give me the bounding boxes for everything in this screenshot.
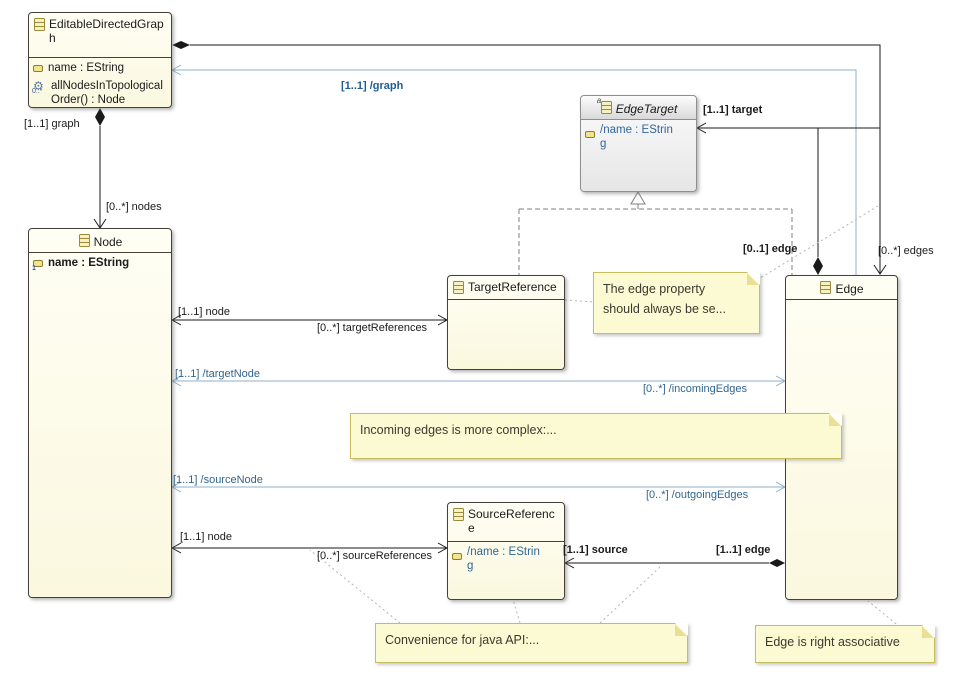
label-edge-opposite[interactable]: [0..1] edge	[743, 243, 798, 255]
attribute-label: /name : EString	[600, 124, 673, 150]
class-name: SourceReference	[468, 507, 555, 535]
eattribute-icon: 1	[32, 257, 43, 272]
label-derived-source-node[interactable]: [1..1] /sourceNode	[173, 474, 263, 486]
label-derived-incoming-edges[interactable]: [0..*] /incomingEdges	[643, 383, 747, 395]
label-target[interactable]: [1..1] target	[703, 104, 763, 116]
label-edges[interactable]: [0..*] edges	[878, 245, 934, 257]
note-text: Incoming edges is more complex:...	[360, 423, 557, 437]
association-derived-graph[interactable]	[170, 64, 857, 275]
operation-label: allNodesInTopologicalOrder() : Node	[51, 80, 163, 106]
label-source-node-ref[interactable]: [1..1] node	[180, 531, 232, 543]
note-right-associative[interactable]: Edge is right associative	[755, 625, 935, 663]
attribute-label: /name : EString	[467, 546, 540, 572]
eclass-icon	[453, 281, 464, 297]
attribute-row[interactable]: name : EString	[33, 61, 168, 76]
class-name: Edge	[835, 281, 864, 296]
eclass-icon	[820, 281, 832, 297]
class-members	[786, 300, 897, 303]
eattribute-icon	[585, 128, 595, 142]
attribute-label: name : EString	[48, 62, 125, 74]
class-title-bar: EditableDirectedGraph	[29, 13, 171, 58]
eattribute-icon	[452, 550, 462, 564]
class-name: Node	[93, 234, 123, 249]
note-text: Edge is right associative	[765, 635, 900, 649]
class-target-reference[interactable]: TargetReference	[447, 275, 565, 370]
note-text: Convenience for java API:...	[385, 633, 540, 647]
label-graph[interactable]: [1..1] graph	[24, 118, 80, 130]
generalization-links[interactable]	[518, 191, 793, 275]
label-derived-graph[interactable]: [1..1] /graph	[341, 80, 404, 92]
class-name: EdgeTarget	[615, 101, 678, 116]
class-members: /name : EString	[581, 120, 696, 151]
label-nodes[interactable]: [0..*] nodes	[106, 201, 162, 213]
class-source-reference[interactable]: SourceReference /name : EString	[447, 502, 565, 600]
label-derived-target-node[interactable]: [1..1] /targetNode	[175, 368, 260, 380]
attribute-bounds-badge: 1	[32, 265, 36, 272]
eclass-icon	[34, 18, 45, 34]
class-title-bar: Node	[29, 229, 171, 253]
label-source[interactable]: [1..1] source	[563, 544, 628, 556]
gear-icon: ⚙	[33, 79, 44, 93]
eclass-abstract-icon: a	[597, 97, 612, 117]
eoperation-icon: ⚙ 0..*	[32, 79, 46, 95]
attribute-row[interactable]: /name : EString	[452, 545, 561, 573]
class-title-bar: TargetReference	[448, 276, 564, 300]
class-title-bar: a EdgeTarget	[581, 96, 696, 120]
association-source[interactable]	[563, 557, 785, 569]
attribute-label: name : EString	[48, 257, 130, 269]
class-members: /name : EString	[448, 542, 564, 573]
note-convenience[interactable]: Convenience for java API:...	[375, 623, 688, 663]
eattribute-icon	[33, 62, 43, 76]
class-members: 1 name : EString	[29, 253, 171, 272]
association-target[interactable]	[695, 122, 880, 275]
note-incoming-edges[interactable]: Incoming edges is more complex:...	[350, 413, 842, 459]
attribute-row[interactable]: /name : EString	[585, 123, 693, 151]
class-title-bar: Edge	[786, 276, 897, 300]
class-name: TargetReference	[468, 280, 557, 294]
class-editable-directed-graph[interactable]: EditableDirectedGraph name : EString ⚙ 0…	[28, 12, 172, 108]
label-source-edge[interactable]: [1..1] edge	[716, 544, 771, 556]
class-node[interactable]: Node 1 name : EString	[28, 228, 172, 598]
operation-row[interactable]: ⚙ 0..* allNodesInTopologicalOrder() : No…	[32, 79, 168, 107]
note-text: The edge property should always be se...	[603, 282, 726, 316]
association-edges[interactable]	[172, 41, 887, 275]
abstract-badge: a	[596, 96, 602, 105]
note-edge-property[interactable]: The edge property should always be se...	[593, 272, 760, 334]
operation-bounds-badge: 0..*	[32, 88, 43, 95]
eclass-icon	[453, 508, 464, 524]
association-nodes[interactable]	[93, 108, 107, 229]
label-derived-outgoing-edges[interactable]: [0..*] /outgoingEdges	[646, 489, 749, 501]
class-edge-target[interactable]: a EdgeTarget /name : EString	[580, 95, 697, 192]
eclass-icon	[78, 234, 90, 250]
class-members	[448, 300, 564, 303]
class-members: name : EString ⚙ 0..* allNodesInTopologi…	[29, 58, 171, 107]
label-source-references[interactable]: [0..*] sourceReferences	[317, 550, 432, 562]
label-target-references[interactable]: [0..*] targetReferences	[317, 322, 428, 334]
class-name: EditableDirectedGraph	[49, 17, 164, 45]
attribute-row[interactable]: 1 name : EString	[32, 256, 168, 272]
class-title-bar: SourceReference	[448, 503, 564, 542]
label-target-node-ref[interactable]: [1..1] node	[178, 306, 230, 318]
